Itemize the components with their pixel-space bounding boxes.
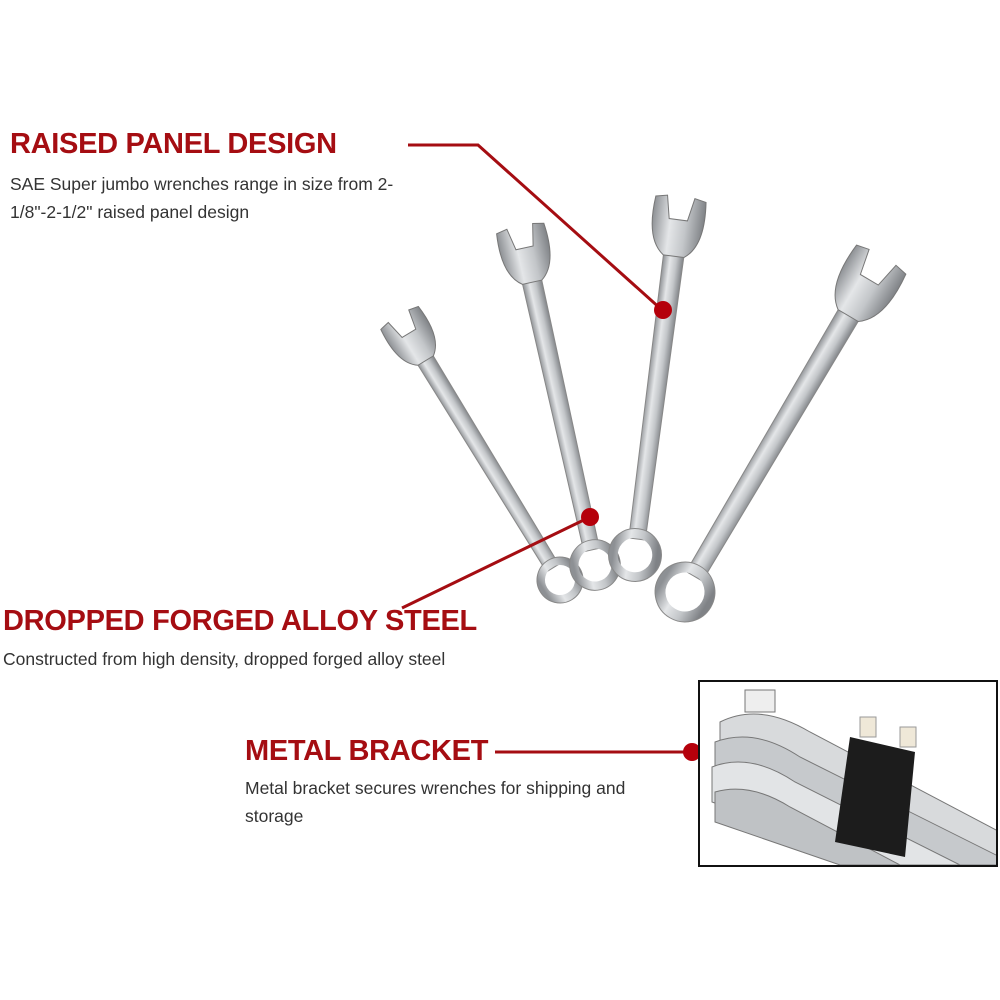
feature-title-metal-bracket: METAL BRACKET	[245, 735, 489, 767]
callout-line-raised-panel	[408, 143, 664, 312]
feature-title-forged-steel: DROPPED FORGED ALLOY STEEL	[3, 605, 477, 637]
feature-title-raised-panel: RAISED PANEL DESIGN	[10, 128, 337, 160]
bracket-icon	[835, 737, 915, 857]
feature-desc-raised-panel: SAE Super jumbo wrenches range in size f…	[10, 174, 394, 222]
callout-dot-raised-panel	[654, 301, 672, 319]
wrench-4	[654, 244, 907, 623]
wrench-2	[496, 222, 621, 591]
wrench-1	[380, 305, 584, 604]
bracket-photo	[711, 689, 996, 865]
wrench-3	[608, 194, 707, 582]
feature-desc-metal-bracket: Metal bracket secures wrenches for shipp…	[245, 778, 626, 826]
feature-desc-forged-steel: Constructed from high density, dropped f…	[3, 649, 446, 669]
callout-line-forged-steel	[401, 515, 591, 610]
callout-dot-forged-steel	[581, 508, 599, 526]
metal-bracket-inset-photo	[698, 680, 998, 867]
callout-dot-metal-bracket	[683, 743, 701, 761]
callout-lines	[401, 143, 690, 754]
